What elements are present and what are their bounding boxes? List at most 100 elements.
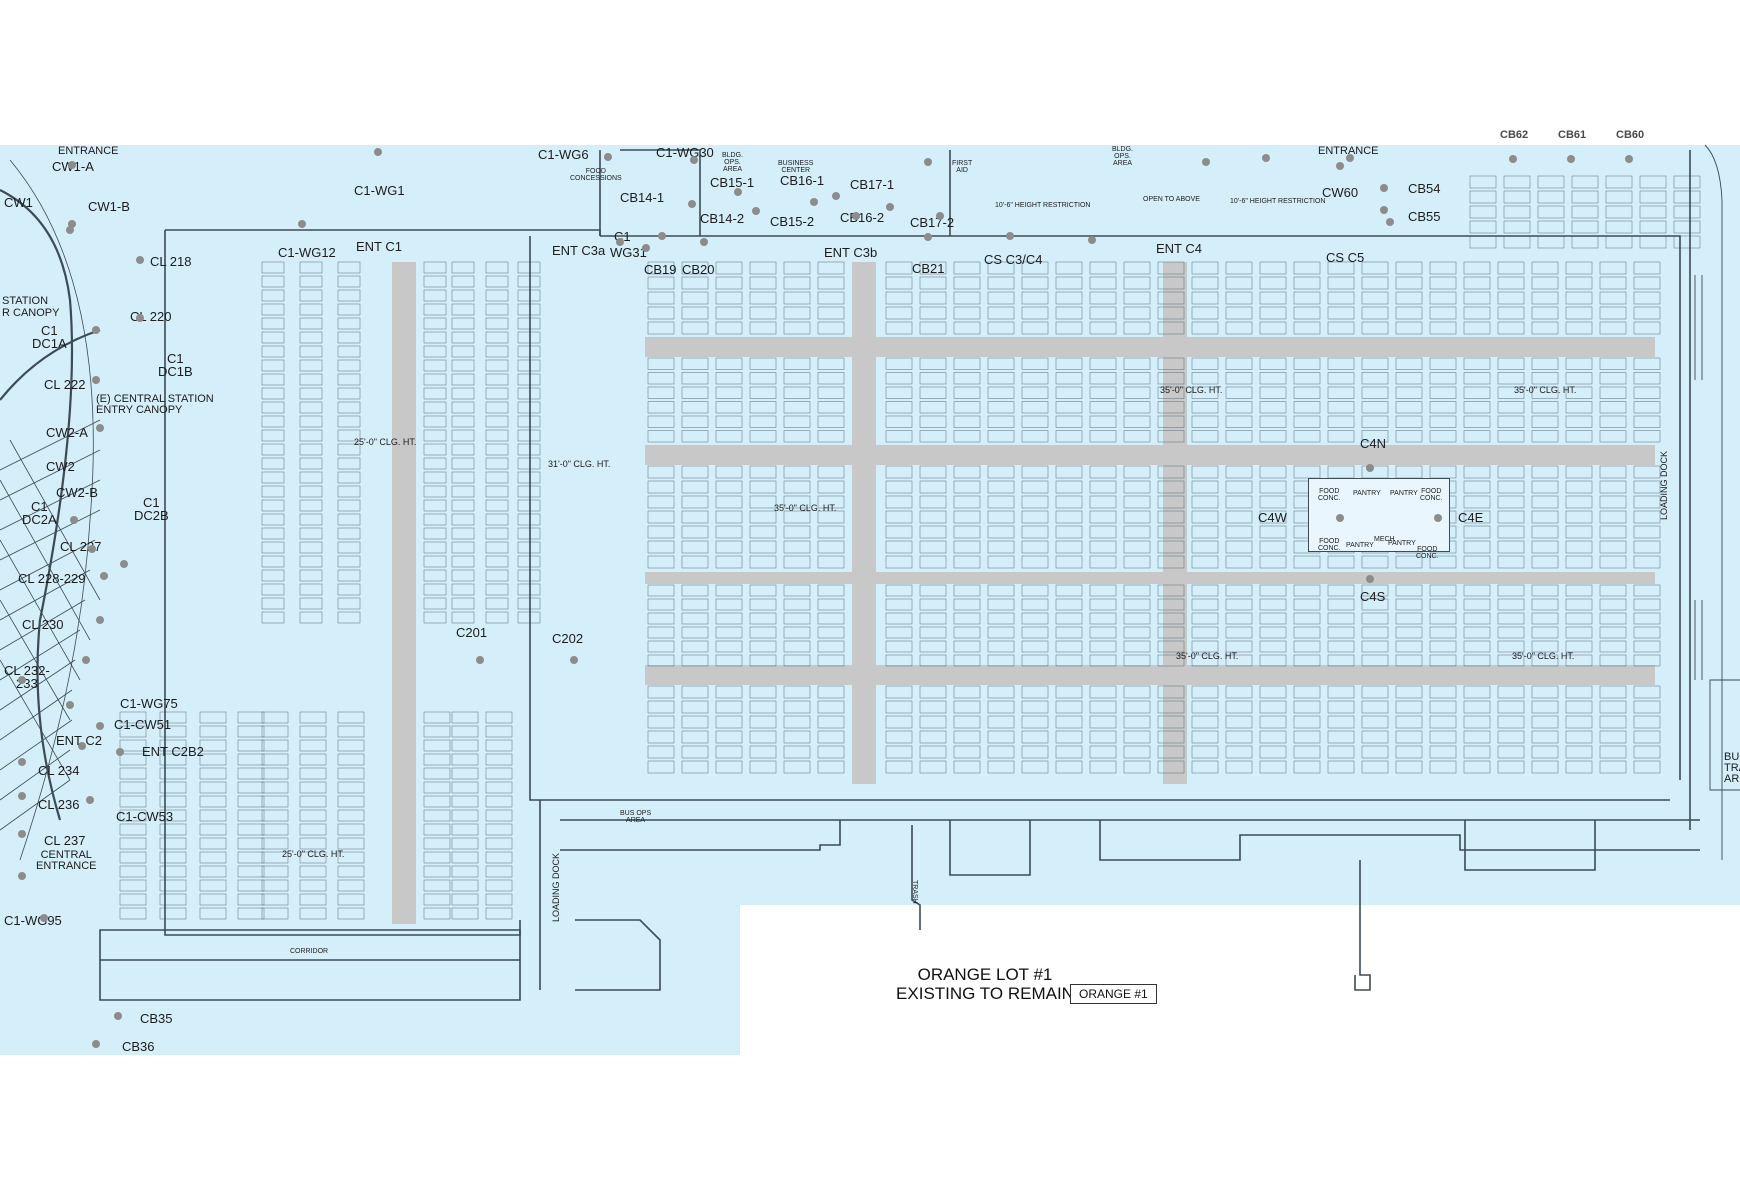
zone-label-c1-dc1a: C1 DC1A	[32, 323, 67, 351]
marker-dot	[1625, 155, 1633, 163]
zone-label-cw2b: CW2-B	[56, 485, 98, 500]
marker-dot	[1088, 236, 1096, 244]
zone-label-cw60: CW60	[1322, 185, 1359, 200]
marker-dot	[886, 203, 894, 211]
marker-dot	[96, 424, 104, 432]
marker-dot	[924, 158, 932, 166]
zone-label-cb16-1: CB16-1	[780, 173, 825, 188]
bldg-ops-area-2-label: BLDG. OPS. AREA	[1112, 146, 1134, 167]
ceiling-height-label-25-b: 25'-0" CLG. HT.	[282, 849, 345, 859]
zone-label-ent-c2: ENT C2	[56, 733, 102, 748]
zone-label-cb54: CB54	[1408, 181, 1441, 196]
food-conc-label-4: FOOD CONC.	[1416, 546, 1439, 560]
bus-ops-area-label: BUS OPS AREA	[620, 810, 652, 824]
zone-label-cb62: CB62	[1500, 129, 1529, 141]
plan-title: ORANGE LOT #1 EXISTING TO REMAIN	[870, 965, 1100, 1003]
zone-label-c1-wg30: C1-WG30	[656, 145, 714, 160]
marker-dot	[852, 212, 860, 220]
zone-label-cs-c3-c4: CS C3/C4	[984, 252, 1043, 267]
zone-label-ent-c3a: ENT C3a	[552, 243, 606, 258]
zone-label-c1-wg12: C1-WG12	[278, 245, 336, 260]
marker-dot	[604, 153, 612, 161]
marker-dot	[86, 796, 94, 804]
marker-dot	[92, 1040, 100, 1048]
marker-dot	[1386, 218, 1394, 226]
marker-dot	[924, 233, 932, 241]
marker-dot	[616, 238, 624, 246]
marker-dot	[1346, 154, 1354, 162]
zone-label-c4s: C4S	[1360, 589, 1386, 604]
ceiling-height-label-31: 31'-0" CLG. HT.	[548, 459, 611, 469]
loading-dock-label-right: LOADING DOCK	[1659, 450, 1669, 520]
zone-label-cw1b: CW1-B	[88, 199, 130, 214]
zone-label-c1-dc2b: C1 DC2B	[134, 495, 169, 523]
loading-dock-label-bottom: LOADING DOCK	[551, 852, 561, 922]
zone-label-c1-wg6: C1-WG6	[538, 147, 589, 162]
pantry-label-3: PANTRY	[1346, 542, 1374, 549]
zone-label-cb17-1: CB17-1	[850, 177, 895, 192]
trash-label: TRASH	[911, 880, 918, 904]
zone-label-c202: C202	[552, 631, 584, 646]
zone-label-cb61: CB61	[1558, 129, 1587, 141]
zone-label-cs-c5: CS C5	[1326, 250, 1365, 265]
marker-dot	[752, 207, 760, 215]
zone-label-cl-222: CL 222	[44, 377, 86, 392]
zone-label-c1-wg95: C1-WG95	[4, 913, 62, 928]
marker-dot	[810, 198, 818, 206]
marker-dot	[114, 1012, 122, 1020]
canopy-label: R CANOPY	[2, 307, 60, 319]
marker-dot	[1336, 162, 1344, 170]
plan-title-line-2: EXISTING TO REMAIN	[896, 983, 1074, 1003]
zone-label-cb21: CB21	[912, 261, 945, 276]
zone-label-c4w: C4W	[1258, 510, 1287, 525]
marker-dot	[18, 830, 26, 838]
pantry-label-2: PANTRY	[1390, 490, 1418, 497]
marker-dot	[1202, 158, 1210, 166]
zone-label-cl-228-229: CL 228-229	[18, 571, 86, 586]
marker-dot	[1380, 184, 1388, 192]
zone-label-ent-c2b2: ENT C2B2	[142, 744, 204, 759]
marker-dot	[1434, 514, 1442, 522]
business-center-label: BUSINESS CENTER	[778, 160, 814, 174]
marker-dot	[66, 226, 74, 234]
marker-dot	[40, 914, 48, 922]
marker-dot	[82, 656, 90, 664]
zone-label-cw2a: CW2-A	[46, 425, 88, 440]
ceiling-height-label-35-a: 35'-0" CLG. HT.	[1160, 385, 1223, 395]
zone-label-c4n: C4N	[1360, 436, 1387, 451]
zone-label-cb19: CB19	[644, 262, 677, 277]
plan-title-line-1: ORANGE LOT #1	[917, 965, 1053, 984]
zone-label-c1-cw51: C1-CW51	[114, 717, 172, 732]
marker-dot	[18, 758, 26, 766]
ceiling-height-label-35-d: 35'-0" CLG. HT.	[1176, 651, 1239, 661]
bldg-ops-area-label: BLDG. OPS. AREA	[722, 152, 744, 173]
marker-dot	[100, 572, 108, 580]
marker-dot	[734, 188, 742, 196]
marker-dot	[96, 722, 104, 730]
zone-label-ent-c3b: ENT C3b	[824, 245, 878, 260]
ceiling-height-label-25-a: 25'-0" CLG. HT.	[354, 437, 417, 447]
marker-dot	[88, 545, 96, 553]
zone-label-cb15-1: CB15-1	[710, 175, 755, 190]
food-conc-label-3: FOOD CONC.	[1318, 538, 1341, 552]
marker-dot	[298, 220, 306, 228]
marker-dot	[120, 560, 128, 568]
zone-label-cb14-2: CB14-2	[700, 211, 745, 226]
marker-dot	[1567, 155, 1575, 163]
pantry-label-1: PANTRY	[1353, 490, 1381, 497]
zone-label-cb55: CB55	[1408, 209, 1441, 224]
zone-label-c1-cw53: C1-CW53	[116, 809, 174, 824]
pantry-label-4: PANTRY	[1388, 540, 1416, 547]
zone-label-ent-c4: ENT C4	[1156, 241, 1202, 256]
marker-dot	[18, 676, 26, 684]
bus-area-label: BU TRA AR	[1724, 751, 1740, 785]
zone-label-cw2: CW2	[46, 459, 75, 474]
marker-dot	[936, 212, 944, 220]
zone-label-c4e: C4E	[1458, 510, 1484, 525]
ceiling-height-label-35-c: 35'-0" CLG. HT.	[774, 503, 837, 513]
right-edge-structures	[1694, 144, 1740, 860]
central-station-canopy-label: (E) CENTRAL STATION ENTRY CANOPY	[96, 393, 214, 416]
first-aid-label: FIRST AID	[952, 160, 973, 174]
zone-label-c1-wg1: C1-WG1	[354, 183, 405, 198]
marker-dot	[68, 220, 76, 228]
